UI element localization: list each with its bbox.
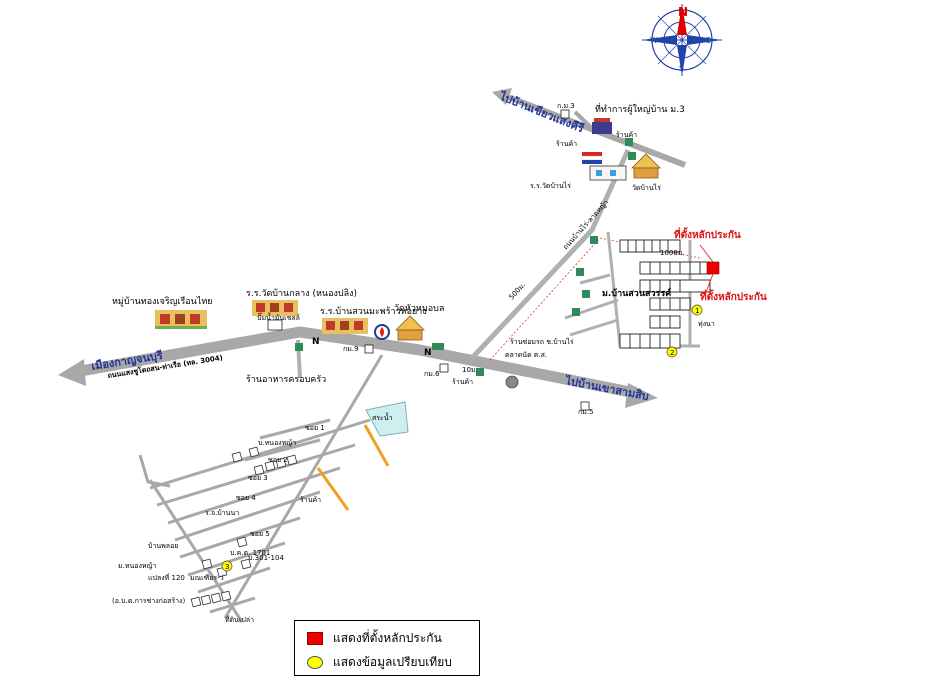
- village-right-label: ม.บ้านสวนสวรรค์: [602, 287, 671, 299]
- arrow-top-icon: [492, 88, 512, 105]
- lower-house9-label: บ.301-104: [248, 554, 284, 562]
- svg-text:N: N: [424, 348, 432, 358]
- lower-house1-label: บ.หนองหญ้า: [258, 439, 296, 447]
- soi-d-label: ซอย 4: [236, 494, 256, 502]
- lower-house4-label: บ.ค.ต. 1701: [230, 549, 270, 557]
- temple-mid-icon: [395, 315, 425, 341]
- svg-text:N: N: [312, 337, 320, 347]
- shop-top2-label: ร้านค้า: [556, 140, 577, 148]
- comparison-marker-2: [666, 346, 678, 358]
- legend-row-red: แสดงที่ตั้งหลักประกัน: [307, 629, 442, 648]
- yellow-circle-icon: [307, 656, 323, 669]
- lower-house3-label: บ้านพลอย: [148, 542, 178, 550]
- compass-e: E: [706, 36, 711, 45]
- roundabout-icon: [505, 375, 519, 389]
- comparison-marker-3-label: 3: [225, 563, 229, 571]
- store-right-label: ร้านซ่อมรถ ช.บ้านไร่: [510, 337, 574, 346]
- orange-roads: [316, 424, 390, 511]
- top-village-office-icon: [592, 118, 612, 134]
- comparison-marker-1-label: 1: [695, 307, 699, 315]
- map-legend: แสดงที่ตั้งหลักประกัน แสดงข้อมูลเปรียบเท…: [294, 620, 480, 676]
- lower-house10-label: แปลงที่ 120: [148, 573, 185, 582]
- compass-icon: N S E W: [642, 4, 722, 76]
- village-icon: [155, 310, 207, 329]
- pond: [365, 401, 409, 437]
- legend-yellow-label: แสดงข้อมูลเปรียบเทียบ: [333, 655, 452, 669]
- village-office-label: ที่ทำการผู้ใหญ่บ้าน ม.3: [595, 102, 685, 115]
- subject-property2-label: ที่ตั้งหลักประกัน: [700, 289, 767, 303]
- lower-store-label: ร้านค้า: [300, 496, 321, 504]
- lower-house7-label: (อ.บ.ต.การช่างก่อสร้าง): [112, 597, 185, 605]
- soi-b-label: ซอย 2: [268, 456, 288, 464]
- market-right-label: ตลาดนัด ต.ส.: [505, 351, 547, 359]
- km3-label: ก.ม.3: [557, 102, 575, 110]
- shop-left-label: ร้านอาหารครอบครัว: [246, 374, 326, 385]
- gas-station-icon: [374, 324, 390, 340]
- pond-label: สระน้ำ: [372, 411, 393, 422]
- comparison-marker-2-label: 2: [670, 349, 674, 357]
- road-top-label: ไปบ้านเขียวแสงคีรี: [496, 88, 586, 135]
- subject-property-label: ที่ตั้งหลักประกัน: [674, 227, 741, 241]
- comparison-marker-1: [691, 304, 703, 316]
- km6-label: กม.6: [424, 370, 440, 378]
- right-subdivision-houses: [619, 239, 711, 349]
- temple-mid-label: วัดหัวหมอบล: [394, 304, 444, 314]
- km5-label: กม.5: [578, 408, 594, 416]
- legend-row-yellow: แสดงข้อมูลเปรียบเทียบ: [307, 653, 452, 672]
- lower-house6-label: มณเฑียร-ว่: [190, 574, 224, 582]
- lower-houses: [190, 446, 298, 608]
- village-top-left-label: หมู่บ้านทองเจริญเรือนไทย: [112, 296, 213, 307]
- top-temple-icon: [631, 153, 661, 179]
- km9-label: กม.9: [343, 345, 359, 353]
- subject-property-marker: [706, 261, 720, 275]
- dist-2-label: 1000ม.: [660, 249, 685, 257]
- lower-neighborhood: [138, 354, 384, 623]
- comparison-marker-3: [221, 560, 233, 572]
- main-highway: [58, 326, 658, 408]
- road-right-label: ไปบ้านเขาสามสิบ: [562, 373, 650, 403]
- arrow-left-icon: [58, 359, 86, 386]
- school-left-label: ร.ร.วัดบ้านกลาง (หนองปลิง): [246, 288, 357, 299]
- shop-km6-label: ร้านค้า: [452, 378, 473, 386]
- shop-top-label: ร้านค้า: [616, 131, 637, 139]
- dist-1-label: 500ม.: [508, 281, 527, 301]
- school-top-label: ร.ร.วัดบ้านไร่: [530, 181, 571, 190]
- temple-top-label: วัดบ้านไร่: [632, 183, 661, 192]
- red-square-icon: [307, 632, 323, 645]
- right-field-label: ทุ่งนา: [698, 320, 715, 328]
- legend-red-label: แสดงที่ตั้งหลักประกัน: [333, 631, 442, 645]
- shop-icons: [295, 138, 636, 376]
- compass-w: W: [650, 36, 658, 45]
- soi-e-label: ซอย 5: [250, 530, 270, 538]
- lower-house8-label: ที่ดินเปล่า: [225, 615, 254, 624]
- lower-house5-label: ม.หนองหญ้า: [118, 562, 156, 570]
- pump-left-label: ปั๊มน้ำมันเชลล์: [257, 311, 300, 322]
- school-mid-label: ร.ร.บ้านสวนมะพร้าวหอยาง: [320, 306, 427, 317]
- compass-s: S: [679, 64, 684, 73]
- soi-a-label: ซอย 1: [305, 424, 325, 432]
- comparison-markers: 1 2 3: [221, 304, 703, 572]
- dist-3-label: 10ม.: [462, 366, 478, 374]
- km-marker-icons: [267, 109, 590, 411]
- school-left-icon: [252, 300, 298, 316]
- lower-house2-label: ร.จ.บ้านนา: [205, 509, 239, 517]
- soi-c-label: ซอย 3: [248, 474, 268, 482]
- school-mid-icon: [322, 318, 368, 334]
- arrow-right-icon: [625, 383, 658, 408]
- diag-road-label: ถนนบ้านไร่-ลาดหญ้า: [561, 198, 611, 252]
- top-school-icon: [581, 152, 627, 181]
- compass-n: N: [678, 5, 688, 19]
